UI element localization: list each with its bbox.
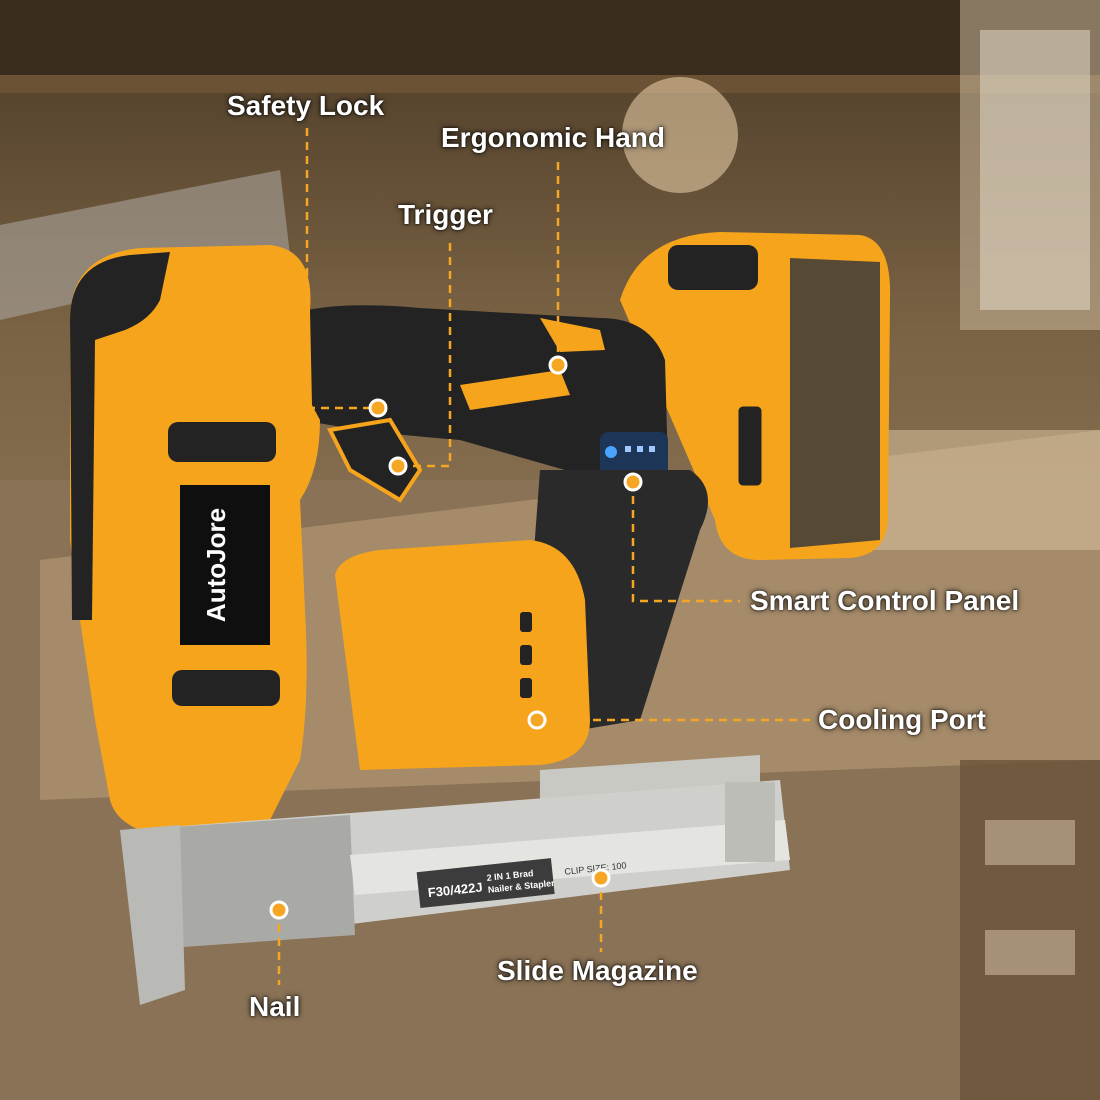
nose-piece: [120, 825, 185, 1005]
smart-control-panel-dot: [623, 472, 643, 492]
cooling-vent: [520, 678, 532, 698]
callout-cooling-port: Cooling Port: [818, 704, 986, 735]
handle-accent: [460, 370, 570, 410]
smart-control-panel-leader: [631, 482, 740, 603]
safety-lock-leader: [305, 128, 378, 410]
head-bumper: [70, 252, 170, 620]
window-glass: [980, 30, 1090, 310]
callout-ergonomic-hand: Ergonomic Hand: [441, 122, 666, 153]
indicator-led: [625, 446, 631, 452]
plate-line-1: 2 IN 1 Brad: [486, 868, 534, 883]
trigger-dot: [388, 456, 408, 476]
cooling-vent: [520, 645, 532, 665]
head-grip-strip: [168, 422, 276, 462]
callout-smart-control-panel: Smart Control Panel: [750, 585, 1020, 616]
brand-badge: [180, 485, 270, 645]
cooling-vent: [520, 612, 532, 632]
rating-plate-bg: [416, 858, 555, 909]
battery-shell: [790, 258, 880, 548]
slide-magazine-dot: [591, 868, 611, 888]
callout-lines: [277, 128, 810, 985]
indicator-led: [649, 446, 655, 452]
wood-planks: [850, 430, 1100, 550]
callout-nail: Nail: [249, 991, 301, 1022]
cooling-port-dot: [527, 710, 547, 730]
trigger-leader: [398, 243, 452, 468]
model-number: F30/422J: [427, 879, 483, 900]
motor-housing: [335, 540, 590, 770]
callout-dots: [269, 355, 643, 920]
nail-dot: [269, 900, 289, 920]
handle-accent: [540, 318, 605, 352]
magazine-latch: [725, 782, 775, 862]
head-grip-strip: [172, 670, 280, 706]
ergonomic-hand-dot: [548, 355, 568, 375]
drawer-label: [985, 820, 1075, 865]
hand-saw: [0, 170, 290, 320]
battery-latch: [668, 245, 758, 290]
battery-vents: [712, 392, 722, 474]
battery-button: [735, 403, 765, 489]
callout-slide-magazine: Slide Magazine: [497, 955, 698, 986]
trigger: [327, 417, 423, 503]
shelf-board: [0, 75, 1100, 93]
rating-plate: F30/422J 2 IN 1 Brad Nailer & Stapler CL…: [416, 858, 627, 909]
safety-lock-dot: [368, 398, 388, 418]
drawer-label: [985, 930, 1075, 975]
indicator-led: [637, 446, 643, 452]
callout-safety-lock: Safety Lock: [227, 90, 385, 121]
brand-logo: AutoJore: [201, 508, 231, 622]
nail-strip: [130, 815, 355, 950]
power-icon: [605, 446, 617, 458]
callout-trigger: Trigger: [398, 199, 493, 230]
paper-roll: [622, 77, 738, 193]
